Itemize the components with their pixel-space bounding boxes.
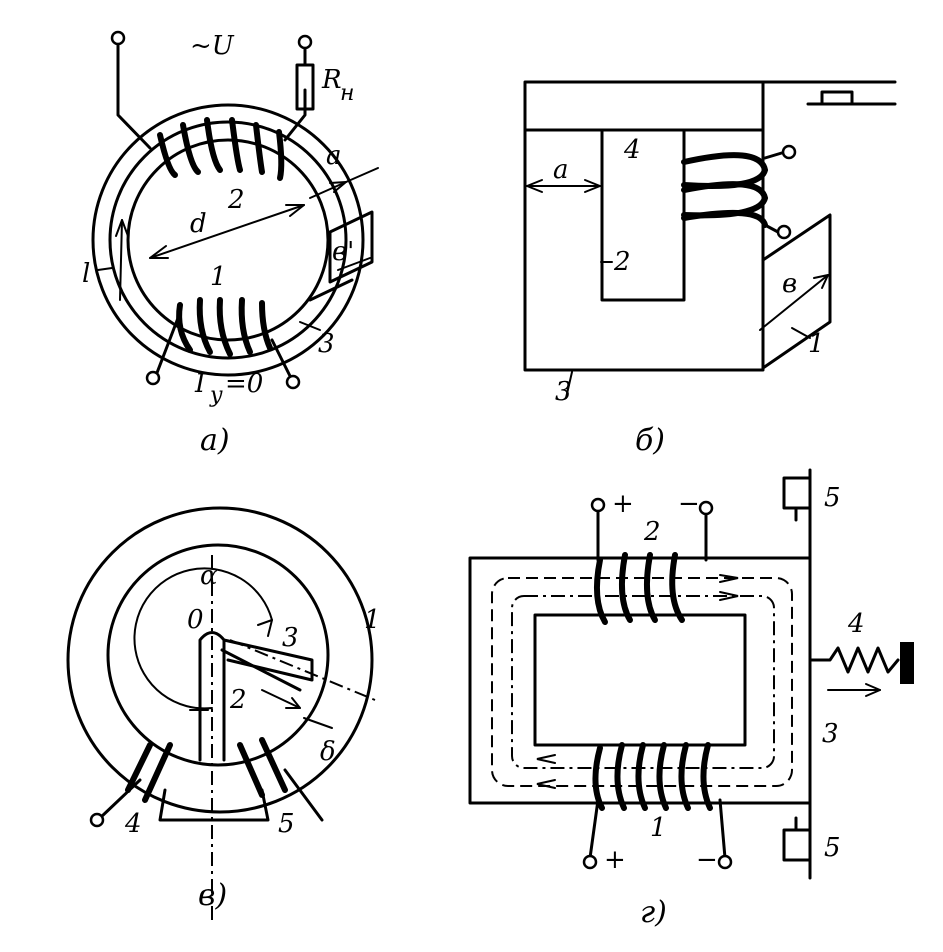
strip-b-prime bbox=[328, 210, 374, 284]
terminal-top-minus bbox=[698, 500, 714, 516]
label-minus-bottom: − bbox=[696, 845, 718, 875]
caption-b: б) bbox=[635, 423, 665, 458]
label-current-value: =0 bbox=[225, 369, 263, 399]
label-part-2: 2 bbox=[613, 247, 631, 277]
caption-v: в) bbox=[198, 878, 227, 913]
panel-g: + − 2 5 4 3 1 + − 5 г) bbox=[468, 468, 914, 930]
angle-arc bbox=[133, 567, 273, 710]
label-load: R bbox=[321, 65, 342, 95]
label-gap-delta: δ bbox=[320, 737, 336, 767]
terminal-v-left bbox=[89, 812, 105, 828]
coil-b bbox=[681, 152, 769, 228]
contact-bottom bbox=[782, 828, 812, 862]
spring bbox=[808, 646, 900, 674]
label-plus-bottom: + bbox=[604, 845, 626, 875]
terminal-bottom-plus bbox=[582, 854, 598, 870]
label-angle: α bbox=[200, 561, 218, 591]
label-width-b: в' bbox=[332, 237, 354, 267]
label-gap-a: а bbox=[326, 141, 342, 171]
label-winding-2: 2 bbox=[227, 185, 245, 215]
caption-g: г) bbox=[640, 895, 667, 930]
base-block bbox=[158, 788, 270, 822]
side-plate bbox=[761, 213, 832, 370]
label-plus-top: + bbox=[612, 489, 634, 519]
winding-2-coil bbox=[157, 117, 285, 181]
label-part-1: 1 bbox=[808, 329, 825, 359]
terminal-load bbox=[297, 34, 313, 50]
label-current-sub: у bbox=[209, 383, 223, 408]
ring-inner bbox=[126, 138, 330, 342]
panel-b: а 4 2 в 1 3 б) bbox=[523, 80, 897, 458]
label-contact-bottom: 5 bbox=[824, 833, 841, 863]
label-armature: 3 bbox=[822, 719, 839, 749]
label-part-1: 1 bbox=[364, 605, 381, 635]
core-window bbox=[533, 613, 747, 747]
flux-outer bbox=[491, 577, 793, 787]
panel-v: α 0 3 1 2 δ 4 5 в) bbox=[66, 506, 381, 920]
coil-1 bbox=[592, 742, 713, 811]
label-part-4: 4 bbox=[124, 809, 142, 839]
label-core-3: 3 bbox=[318, 329, 335, 359]
label-supply: ~U bbox=[190, 31, 235, 61]
label-origin: 0 bbox=[187, 605, 204, 635]
panel-a: ~U R н d а в' l 1 2 3 I у =0 а) bbox=[82, 30, 379, 458]
terminal-control-left bbox=[145, 370, 161, 386]
label-load-sub: н bbox=[340, 81, 355, 106]
rotor-plate bbox=[222, 638, 314, 682]
label-spring: 4 bbox=[847, 609, 865, 639]
label-winding-1: 1 bbox=[210, 262, 227, 292]
terminal-supply-left bbox=[110, 30, 126, 46]
contact-top bbox=[782, 476, 812, 510]
coil-2 bbox=[594, 552, 685, 625]
lead-bottom-left bbox=[153, 316, 180, 380]
label-part-5: 5 bbox=[278, 809, 295, 839]
label-part-2: 2 bbox=[229, 685, 247, 715]
winding-1-coil bbox=[176, 297, 273, 357]
label-minus-top: − bbox=[678, 489, 700, 519]
label-length: l bbox=[82, 259, 90, 289]
lead-bottom-right bbox=[270, 338, 294, 382]
label-winding-2: 2 bbox=[643, 517, 661, 547]
wall-mount bbox=[900, 642, 914, 684]
lead-left-top bbox=[116, 36, 152, 150]
label-width-b: в bbox=[782, 269, 797, 299]
label-current: I bbox=[194, 369, 206, 399]
caption-a: а) bbox=[200, 423, 230, 458]
label-gap-a: а bbox=[553, 155, 569, 185]
terminal-top-plus bbox=[590, 497, 606, 513]
terminal-b-bottom bbox=[776, 224, 792, 240]
label-part-3: 3 bbox=[282, 623, 299, 653]
label-part-3: 3 bbox=[555, 377, 572, 407]
diameter-arrow bbox=[149, 204, 305, 259]
terminal-control-right bbox=[285, 374, 301, 390]
terminal-bottom-minus bbox=[717, 854, 733, 870]
lead-right-top bbox=[283, 88, 307, 142]
label-winding-1: 1 bbox=[650, 813, 667, 843]
flux-inner bbox=[511, 595, 775, 769]
top-contact bbox=[820, 90, 854, 106]
ring-outer bbox=[91, 103, 365, 377]
label-diameter: d bbox=[190, 209, 207, 239]
inner-ring bbox=[106, 543, 330, 767]
label-contact-top: 5 bbox=[824, 483, 841, 513]
outer-ring bbox=[66, 506, 374, 814]
ring-middle bbox=[108, 120, 348, 360]
length-arrow bbox=[119, 219, 123, 301]
label-part-4: 4 bbox=[623, 135, 641, 165]
core-outline bbox=[523, 80, 765, 372]
winding-4-5 bbox=[125, 737, 288, 803]
terminal-b-top bbox=[781, 144, 797, 160]
